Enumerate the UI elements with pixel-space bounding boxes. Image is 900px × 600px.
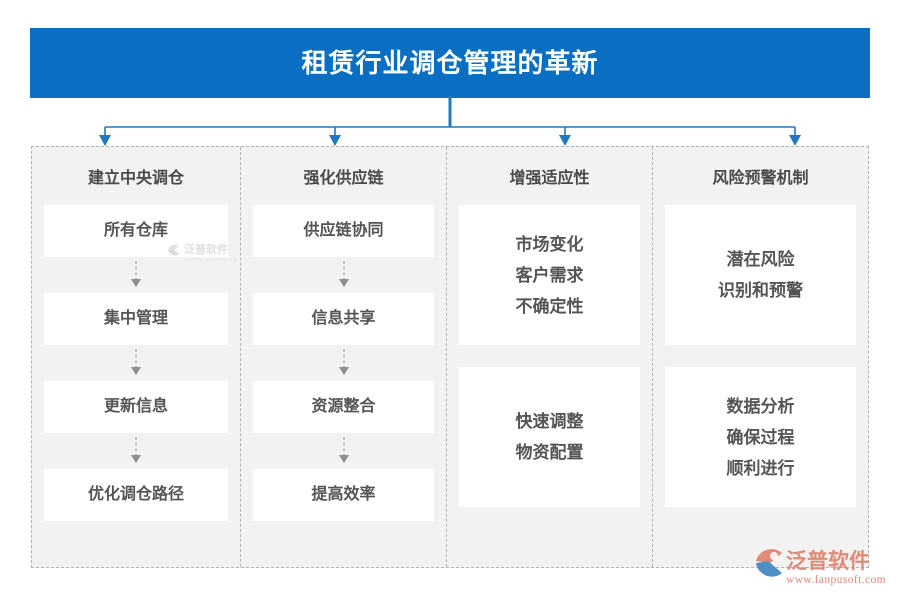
step-box[interactable]: 集中管理 [44,293,228,345]
info-line: 数据分析 [726,396,795,416]
step-box[interactable]: 所有仓库 [44,205,228,257]
flow-arrow-down-icon [253,433,434,469]
page-title: 租赁行业调仓管理的革新 [301,48,599,78]
step-label: 优化调仓路径 [87,486,184,503]
info-line: 识别和预警 [718,281,803,300]
flow-arrow-down-icon [44,345,228,381]
column-central-dispatch: 建立中央调仓 所有仓库 集中管理 更新信息 优化调仓路径 [32,147,241,567]
flow-arrow-down-icon [253,257,434,293]
connector-tree [99,96,801,146]
step-label: 更新信息 [103,398,168,415]
column-header: 增强适应性 [509,170,590,187]
info-line: 潜在风险 [726,250,795,269]
flow-arrow-down-icon [253,345,434,381]
info-line: 顺利进行 [726,458,795,478]
info-line: 客户需求 [515,265,584,285]
step-label: 提高效率 [311,486,376,503]
info-box[interactable]: 市场变化 客户需求 不确定性 [459,205,640,345]
title-banner: 租赁行业调仓管理的革新 [30,28,870,98]
flow-arrow-down-icon [44,433,228,469]
info-box[interactable]: 潜在风险 识别和预警 [665,205,856,345]
step-label: 所有仓库 [103,222,168,239]
step-label: 信息共享 [311,310,376,327]
column-risk-warning: 风险预警机制 潜在风险 识别和预警 数据分析 确保过程 顺利进行 [653,147,868,567]
step-box[interactable]: 供应链协同 [253,205,434,257]
column-header: 风险预警机制 [712,170,809,187]
info-line: 物资配置 [515,443,584,462]
step-box[interactable]: 提高效率 [253,469,434,521]
step-label: 供应链协同 [303,222,384,239]
logo-url: www.fanpusoft.com [786,574,886,586]
connector-arrowheads [99,135,801,146]
info-line: 不确定性 [515,296,584,316]
column-header: 强化供应链 [303,170,384,187]
info-line: 快速调整 [515,412,584,431]
column-adaptability: 增强适应性 市场变化 客户需求 不确定性 快速调整 物资配置 [447,147,653,567]
info-line: 市场变化 [515,234,584,254]
step-label: 集中管理 [103,310,168,327]
step-box[interactable]: 资源整合 [253,381,434,433]
column-supply-chain: 强化供应链 供应链协同 信息共享 资源整合 提高效率 [241,147,447,567]
step-box[interactable]: 信息共享 [253,293,434,345]
step-box[interactable]: 优化调仓路径 [44,469,228,521]
info-box[interactable]: 快速调整 物资配置 [459,367,640,507]
block-spacer [665,345,856,367]
column-header: 建立中央调仓 [87,170,184,187]
info-box[interactable]: 数据分析 确保过程 顺利进行 [665,367,856,507]
columns-panel: 建立中央调仓 所有仓库 集中管理 更新信息 优化调仓路径 [31,146,869,568]
block-spacer [459,345,640,367]
step-label: 资源整合 [311,398,376,415]
flow-arrow-down-icon [44,257,228,293]
info-line: 确保过程 [726,427,795,447]
step-box[interactable]: 更新信息 [44,381,228,433]
